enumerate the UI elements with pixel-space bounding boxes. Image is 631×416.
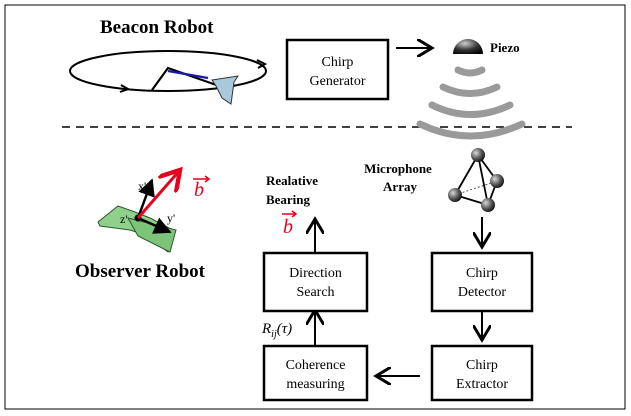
sound-waves-icon	[416, 66, 526, 140]
z-axis-label: z'	[120, 212, 128, 226]
bearing-vector-arrow	[136, 170, 180, 219]
coherence-measuring-label-1: Coherence	[286, 358, 346, 373]
y-axis-arrow	[137, 216, 172, 234]
x-axis-label: x'	[138, 179, 146, 193]
direction-search-box: Direction Search	[262, 251, 369, 313]
beacon-robot	[151, 66, 240, 105]
direction-search-label-1: Direction	[289, 266, 342, 281]
chirp-generator-label-2: Generator	[310, 74, 366, 89]
y-axis-label: y'	[167, 211, 175, 225]
chirp-extractor-label-1: Chirp	[466, 358, 498, 373]
direction-search-label-2: Search	[296, 285, 334, 300]
beacon-arm	[167, 69, 209, 80]
piezo-label: Piezo	[490, 40, 520, 55]
chirp-detector-label-2: Detector	[458, 285, 507, 300]
chirp-generator-box: Chirp Generator	[285, 38, 390, 101]
microphone-array-label-1: Microphone	[364, 161, 432, 176]
microphone-array-label-2: Array	[383, 179, 417, 194]
chirp-generator-label-1: Chirp	[322, 55, 354, 70]
beacon-robot-orbit	[69, 50, 268, 93]
beacon-fin	[211, 75, 240, 105]
observer-robot	[97, 170, 180, 253]
microphone-array-icon	[448, 148, 504, 212]
beacon-title: Beacon Robot	[100, 17, 214, 38]
vector-b-label: b	[193, 175, 211, 201]
correlation-label: Rij(τ)	[261, 321, 292, 340]
coherence-measuring-box: Coherence measuring	[262, 344, 369, 402]
x-axis-arrow	[136, 178, 155, 219]
svg-text:b: b	[283, 216, 293, 238]
chirp-detector-label-1: Chirp	[466, 266, 498, 281]
piezo-icon	[453, 39, 483, 54]
relative-bearing-label-1: Realative	[266, 173, 318, 188]
svg-text:b: b	[194, 179, 204, 201]
observer-title: Observer Robot	[75, 261, 206, 282]
chirp-extractor-box: Chirp Extractor	[430, 344, 534, 402]
relative-bearing-label-2: Bearing	[266, 192, 311, 207]
relative-bearing-vector: b	[282, 210, 298, 238]
chirp-detector-box: Chirp Detector	[430, 251, 534, 313]
coherence-measuring-label-2: measuring	[286, 377, 344, 392]
chirp-extractor-label-2: Extractor	[456, 377, 508, 392]
